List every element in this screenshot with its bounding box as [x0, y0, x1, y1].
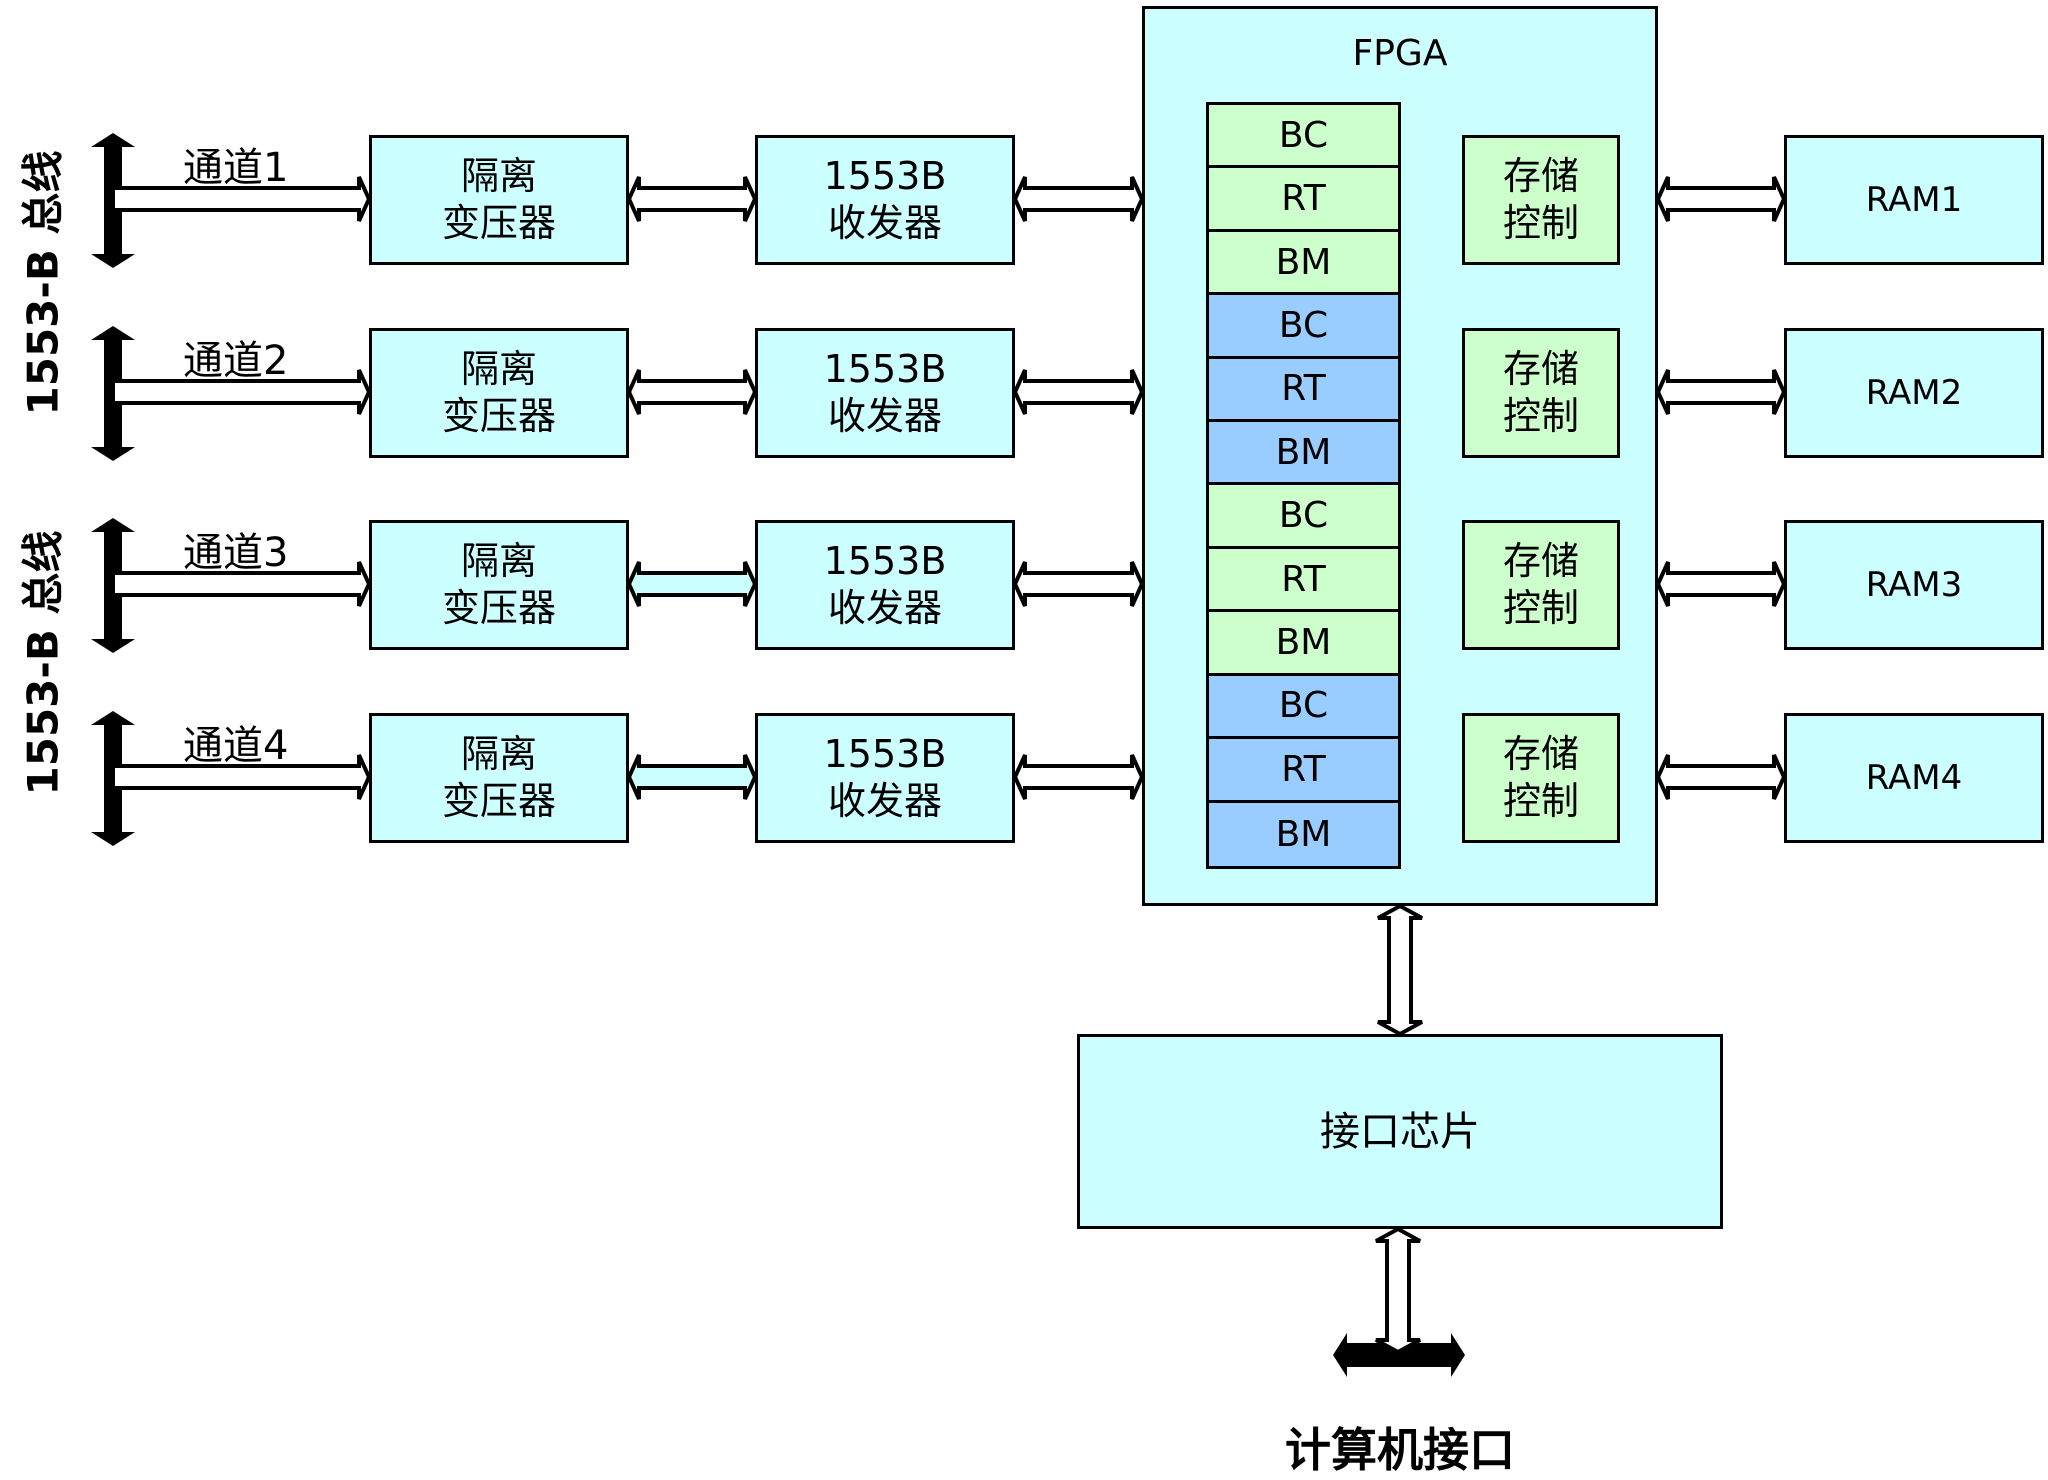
storage-to-ram-arrow: [1655, 369, 1787, 415]
storage-line1: 存储: [1502, 731, 1579, 776]
bus-line-icon: [91, 711, 135, 846]
module-bc: BC: [1209, 675, 1398, 740]
storage-control: 存储 控制: [1462, 713, 1620, 843]
ram-label: RAM3: [1865, 564, 1963, 605]
isolator-line1: 隔离: [460, 731, 537, 776]
isolator-line2: 变压器: [441, 201, 556, 245]
module-bc: BC: [1209, 485, 1398, 549]
ram-box: RAM1: [1784, 135, 2044, 265]
fpga-title: FPGA: [1352, 33, 1448, 74]
transceiver-to-fpga-arrow: [1012, 369, 1145, 415]
transceiver-to-fpga-arrow: [1012, 176, 1145, 222]
ram-label: RAM2: [1865, 372, 1963, 413]
isolator-line2: 变压器: [441, 394, 556, 438]
computer-bus-icon: [1333, 1333, 1465, 1377]
module-rt: RT: [1209, 548, 1398, 613]
transceiver-1553b: 1553B 收发器: [755, 328, 1015, 458]
isolator-line1: 隔离: [460, 538, 537, 583]
isolator-to-transceiver-arrow: [626, 561, 758, 607]
transceiver-1553b: 1553B 收发器: [755, 135, 1015, 265]
module-bm: BM: [1209, 802, 1398, 866]
channel-label: 通道2: [183, 338, 289, 384]
isolator-line2: 变压器: [441, 779, 556, 823]
isolator-line1: 隔离: [460, 153, 537, 198]
transceiver-line1: 1553B: [823, 346, 947, 391]
transceiver-1553b: 1553B 收发器: [755, 713, 1015, 843]
isolation-transformer: 隔离 变压器: [369, 713, 629, 843]
isolation-transformer: 隔离 变压器: [369, 328, 629, 458]
ram-box: RAM2: [1784, 328, 2044, 458]
ram-box: RAM3: [1784, 520, 2044, 650]
module-rt: RT: [1209, 739, 1398, 803]
storage-line1: 存储: [1502, 153, 1579, 198]
transceiver-line1: 1553B: [823, 153, 947, 198]
module-bm: BM: [1209, 422, 1398, 486]
transceiver-1553b: 1553B 收发器: [755, 520, 1015, 650]
transceiver-to-fpga-arrow: [1012, 754, 1145, 800]
storage-to-ram-arrow: [1655, 176, 1787, 222]
storage-line2: 控制: [1502, 586, 1579, 630]
storage-line2: 控制: [1502, 779, 1579, 823]
channel-label: 通道4: [183, 723, 289, 769]
bus-line-icon: [91, 518, 135, 653]
transceiver-line2: 收发器: [827, 586, 942, 630]
ram-label: RAM4: [1865, 757, 1963, 798]
isolator-line1: 隔离: [460, 346, 537, 391]
isolation-transformer: 隔离 变压器: [369, 520, 629, 650]
ram-label: RAM1: [1865, 179, 1963, 220]
interface-chip: 接口芯片: [1077, 1034, 1723, 1229]
storage-to-ram-arrow: [1655, 561, 1787, 607]
fpga-to-interface-arrow: [1377, 903, 1423, 1037]
storage-to-ram-arrow: [1655, 754, 1787, 800]
transceiver-to-fpga-arrow: [1012, 561, 1145, 607]
ram-box: RAM4: [1784, 713, 2044, 843]
bus-line-icon: [91, 326, 135, 461]
isolator-to-transceiver-arrow: [626, 369, 758, 415]
computer-interface-label: 计算机接口: [1285, 1423, 1515, 1477]
transceiver-line2: 收发器: [827, 201, 942, 245]
isolation-transformer: 隔离 变压器: [369, 135, 629, 265]
transceiver-line2: 收发器: [827, 779, 942, 823]
transceiver-line2: 收发器: [827, 394, 942, 438]
isolator-line2: 变压器: [441, 586, 556, 630]
bus-line-icon: [91, 133, 135, 268]
storage-line1: 存储: [1502, 538, 1579, 583]
storage-line2: 控制: [1502, 201, 1579, 245]
channel-label: 通道1: [183, 145, 289, 191]
storage-control: 存储 控制: [1462, 328, 1620, 458]
channel-label: 通道3: [183, 530, 289, 576]
isolator-to-transceiver-arrow: [626, 176, 758, 222]
module-bm: BM: [1209, 231, 1398, 296]
storage-line2: 控制: [1502, 394, 1579, 438]
storage-control: 存储 控制: [1462, 520, 1620, 650]
module-bm: BM: [1209, 612, 1398, 676]
bus-label-top: 1553-B 总线: [18, 150, 68, 416]
transceiver-line1: 1553B: [823, 731, 947, 776]
module-rt: RT: [1209, 168, 1398, 232]
module-bc: BC: [1209, 105, 1398, 169]
interface-to-computer-arrow: [1375, 1226, 1421, 1355]
bus-label-bottom: 1553-B 总线: [18, 530, 68, 796]
module-bc: BC: [1209, 295, 1398, 359]
transceiver-line1: 1553B: [823, 538, 947, 583]
storage-line1: 存储: [1502, 346, 1579, 391]
isolator-to-transceiver-arrow: [626, 754, 758, 800]
storage-control: 存储 控制: [1462, 135, 1620, 265]
module-rt: RT: [1209, 358, 1398, 423]
interface-chip-label: 接口芯片: [1320, 1108, 1480, 1155]
